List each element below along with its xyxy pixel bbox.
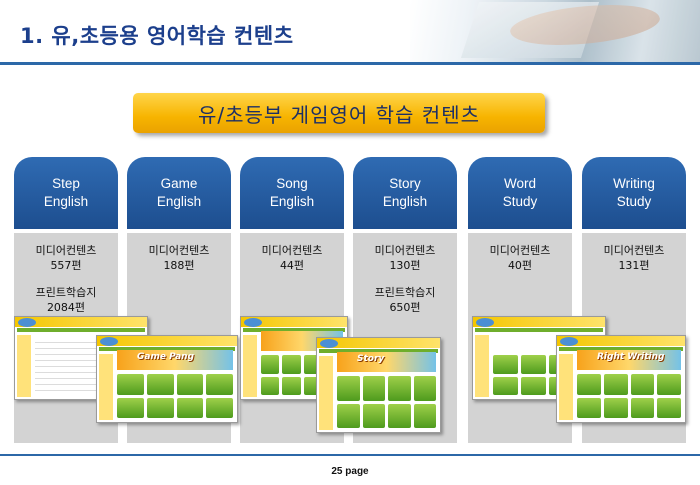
column-header: Writing Study bbox=[582, 157, 686, 229]
column-title-line2: English bbox=[382, 194, 428, 209]
column-header: Song English bbox=[240, 157, 344, 229]
content-count: 188편 bbox=[163, 259, 195, 272]
content-count: 44편 bbox=[279, 259, 305, 272]
column-header: Game English bbox=[127, 157, 231, 229]
screenshot-writing-study: Right Writing bbox=[556, 335, 686, 423]
column-title-line2: Study bbox=[616, 194, 652, 209]
column-header: Step English bbox=[14, 157, 118, 229]
header-divider bbox=[0, 62, 700, 65]
footer-divider bbox=[0, 454, 700, 456]
story-banner-text: Story bbox=[357, 354, 385, 364]
screenshot-story-english: Story bbox=[316, 337, 441, 433]
content-label: 미디어컨텐츠 bbox=[35, 244, 97, 257]
column-title-line1: Writing bbox=[613, 176, 655, 191]
content-count: 131편 bbox=[618, 259, 650, 272]
column-title-line1: Word bbox=[503, 176, 536, 191]
content-label: 미디어컨텐츠 bbox=[261, 244, 323, 257]
header-photo bbox=[410, 0, 700, 62]
writing-banner-text: Right Writing bbox=[597, 352, 665, 362]
content-count: 130편 bbox=[389, 259, 421, 272]
section-banner-text: 유/초등부 게임영어 학습 컨텐츠 bbox=[197, 102, 480, 127]
game-banner-text: Game Pang bbox=[137, 352, 195, 362]
column-title-line1: Game bbox=[160, 176, 198, 191]
column-title-line2: English bbox=[43, 194, 89, 209]
worksheet-label: 프린트학습지 bbox=[374, 286, 436, 299]
section-banner: 유/초등부 게임영어 학습 컨텐츠 bbox=[133, 93, 545, 133]
content-label: 미디어컨텐츠 bbox=[603, 244, 665, 257]
column-header: Word Study bbox=[468, 157, 572, 229]
worksheet-label: 프린트학습지 bbox=[35, 286, 97, 299]
column-title-line1: Song bbox=[276, 176, 308, 191]
content-count: 557편 bbox=[50, 259, 82, 272]
column-title-line1: Story bbox=[389, 176, 421, 191]
column-header: Story English bbox=[353, 157, 457, 229]
column-title-line2: English bbox=[156, 194, 202, 209]
page-title: 1. 유,초등용 영어학습 컨텐츠 bbox=[20, 24, 294, 48]
page-number: 25 page bbox=[331, 466, 369, 477]
worksheet-count: 2084편 bbox=[46, 301, 86, 314]
content-label: 미디어컨텐츠 bbox=[374, 244, 436, 257]
content-label: 미디어컨텐츠 bbox=[489, 244, 551, 257]
worksheet-count: 650편 bbox=[389, 301, 421, 314]
screenshot-game-english: Game Pang bbox=[96, 335, 238, 423]
content-count: 40편 bbox=[507, 259, 533, 272]
content-label: 미디어컨텐츠 bbox=[148, 244, 210, 257]
column-title-line2: English bbox=[269, 194, 315, 209]
header: 1. 유,초등용 영어학습 컨텐츠 bbox=[0, 0, 700, 66]
column-title-line1: Step bbox=[52, 176, 80, 191]
column-title-line2: Study bbox=[502, 194, 538, 209]
